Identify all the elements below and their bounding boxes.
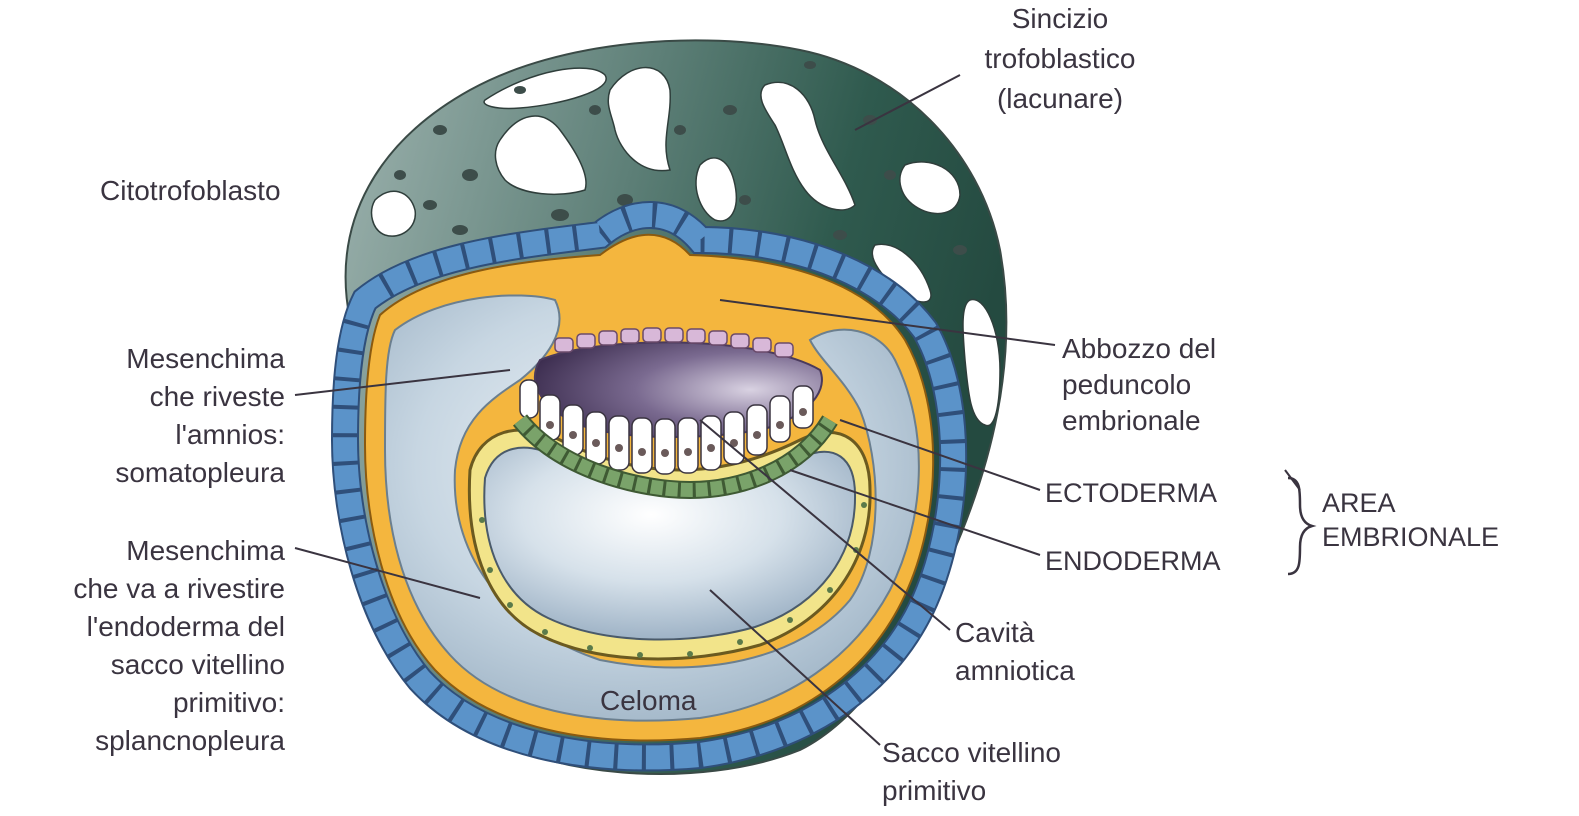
label-sacco-vitellino: Sacco vitellino primitivo bbox=[882, 737, 1061, 806]
label-celoma: Celoma bbox=[600, 685, 697, 716]
svg-text:embrionale: embrionale bbox=[1062, 405, 1201, 436]
svg-text:Cavità: Cavità bbox=[955, 617, 1035, 648]
svg-text:primitivo:: primitivo: bbox=[173, 687, 285, 718]
svg-text:che va a rivestire: che va a rivestire bbox=[73, 573, 285, 604]
svg-text:primitivo: primitivo bbox=[882, 775, 986, 806]
svg-text:ECTODERMA: ECTODERMA bbox=[1045, 478, 1217, 508]
label-endoderma: ENDODERMA bbox=[1045, 546, 1221, 576]
label-sincizio: Sincizio trofoblastico (lacunare) bbox=[985, 3, 1136, 114]
svg-text:splancnopleura: splancnopleura bbox=[95, 725, 285, 756]
svg-text:Mesenchima: Mesenchima bbox=[126, 535, 285, 566]
svg-text:l'endoderma del: l'endoderma del bbox=[87, 611, 285, 642]
svg-text:Celoma: Celoma bbox=[600, 685, 697, 716]
label-cavita-amniotica: Cavità amniotica bbox=[955, 617, 1075, 686]
label-splancnopleura: Mesenchima che va a rivestire l'endoderm… bbox=[73, 535, 285, 756]
svg-text:ENDODERMA: ENDODERMA bbox=[1045, 546, 1221, 576]
svg-text:Mesenchima: Mesenchima bbox=[126, 343, 285, 374]
svg-text:l'amnios:: l'amnios: bbox=[175, 419, 285, 450]
svg-text:somatopleura: somatopleura bbox=[115, 457, 285, 488]
label-ectoderma: ECTODERMA bbox=[1045, 478, 1217, 508]
svg-text:amniotica: amniotica bbox=[955, 655, 1075, 686]
svg-text:Sacco vitellino: Sacco vitellino bbox=[882, 737, 1061, 768]
svg-text:EMBRIONALE: EMBRIONALE bbox=[1322, 522, 1499, 552]
svg-text:trofoblastico: trofoblastico bbox=[985, 43, 1136, 74]
svg-text:(lacunare): (lacunare) bbox=[997, 83, 1123, 114]
label-abbozzo: Abbozzo del peduncolo embrionale bbox=[1062, 333, 1216, 436]
svg-text:Citotrofoblasto: Citotrofoblasto bbox=[100, 175, 281, 206]
svg-text:che riveste: che riveste bbox=[150, 381, 285, 412]
label-citotrofoblasto: Citotrofoblasto bbox=[100, 175, 281, 206]
svg-text:AREA: AREA bbox=[1322, 488, 1396, 518]
area-embrionale-brace bbox=[1288, 478, 1312, 574]
svg-text:Abbozzo del: Abbozzo del bbox=[1062, 333, 1216, 364]
svg-text:peduncolo: peduncolo bbox=[1062, 369, 1191, 400]
label-area-embrionale: AREA EMBRIONALE bbox=[1322, 488, 1499, 552]
svg-text:Sincizio: Sincizio bbox=[1012, 3, 1108, 34]
label-somatopleura: Mesenchima che riveste l'amnios: somatop… bbox=[115, 343, 285, 488]
svg-text:sacco vitellino: sacco vitellino bbox=[111, 649, 285, 680]
